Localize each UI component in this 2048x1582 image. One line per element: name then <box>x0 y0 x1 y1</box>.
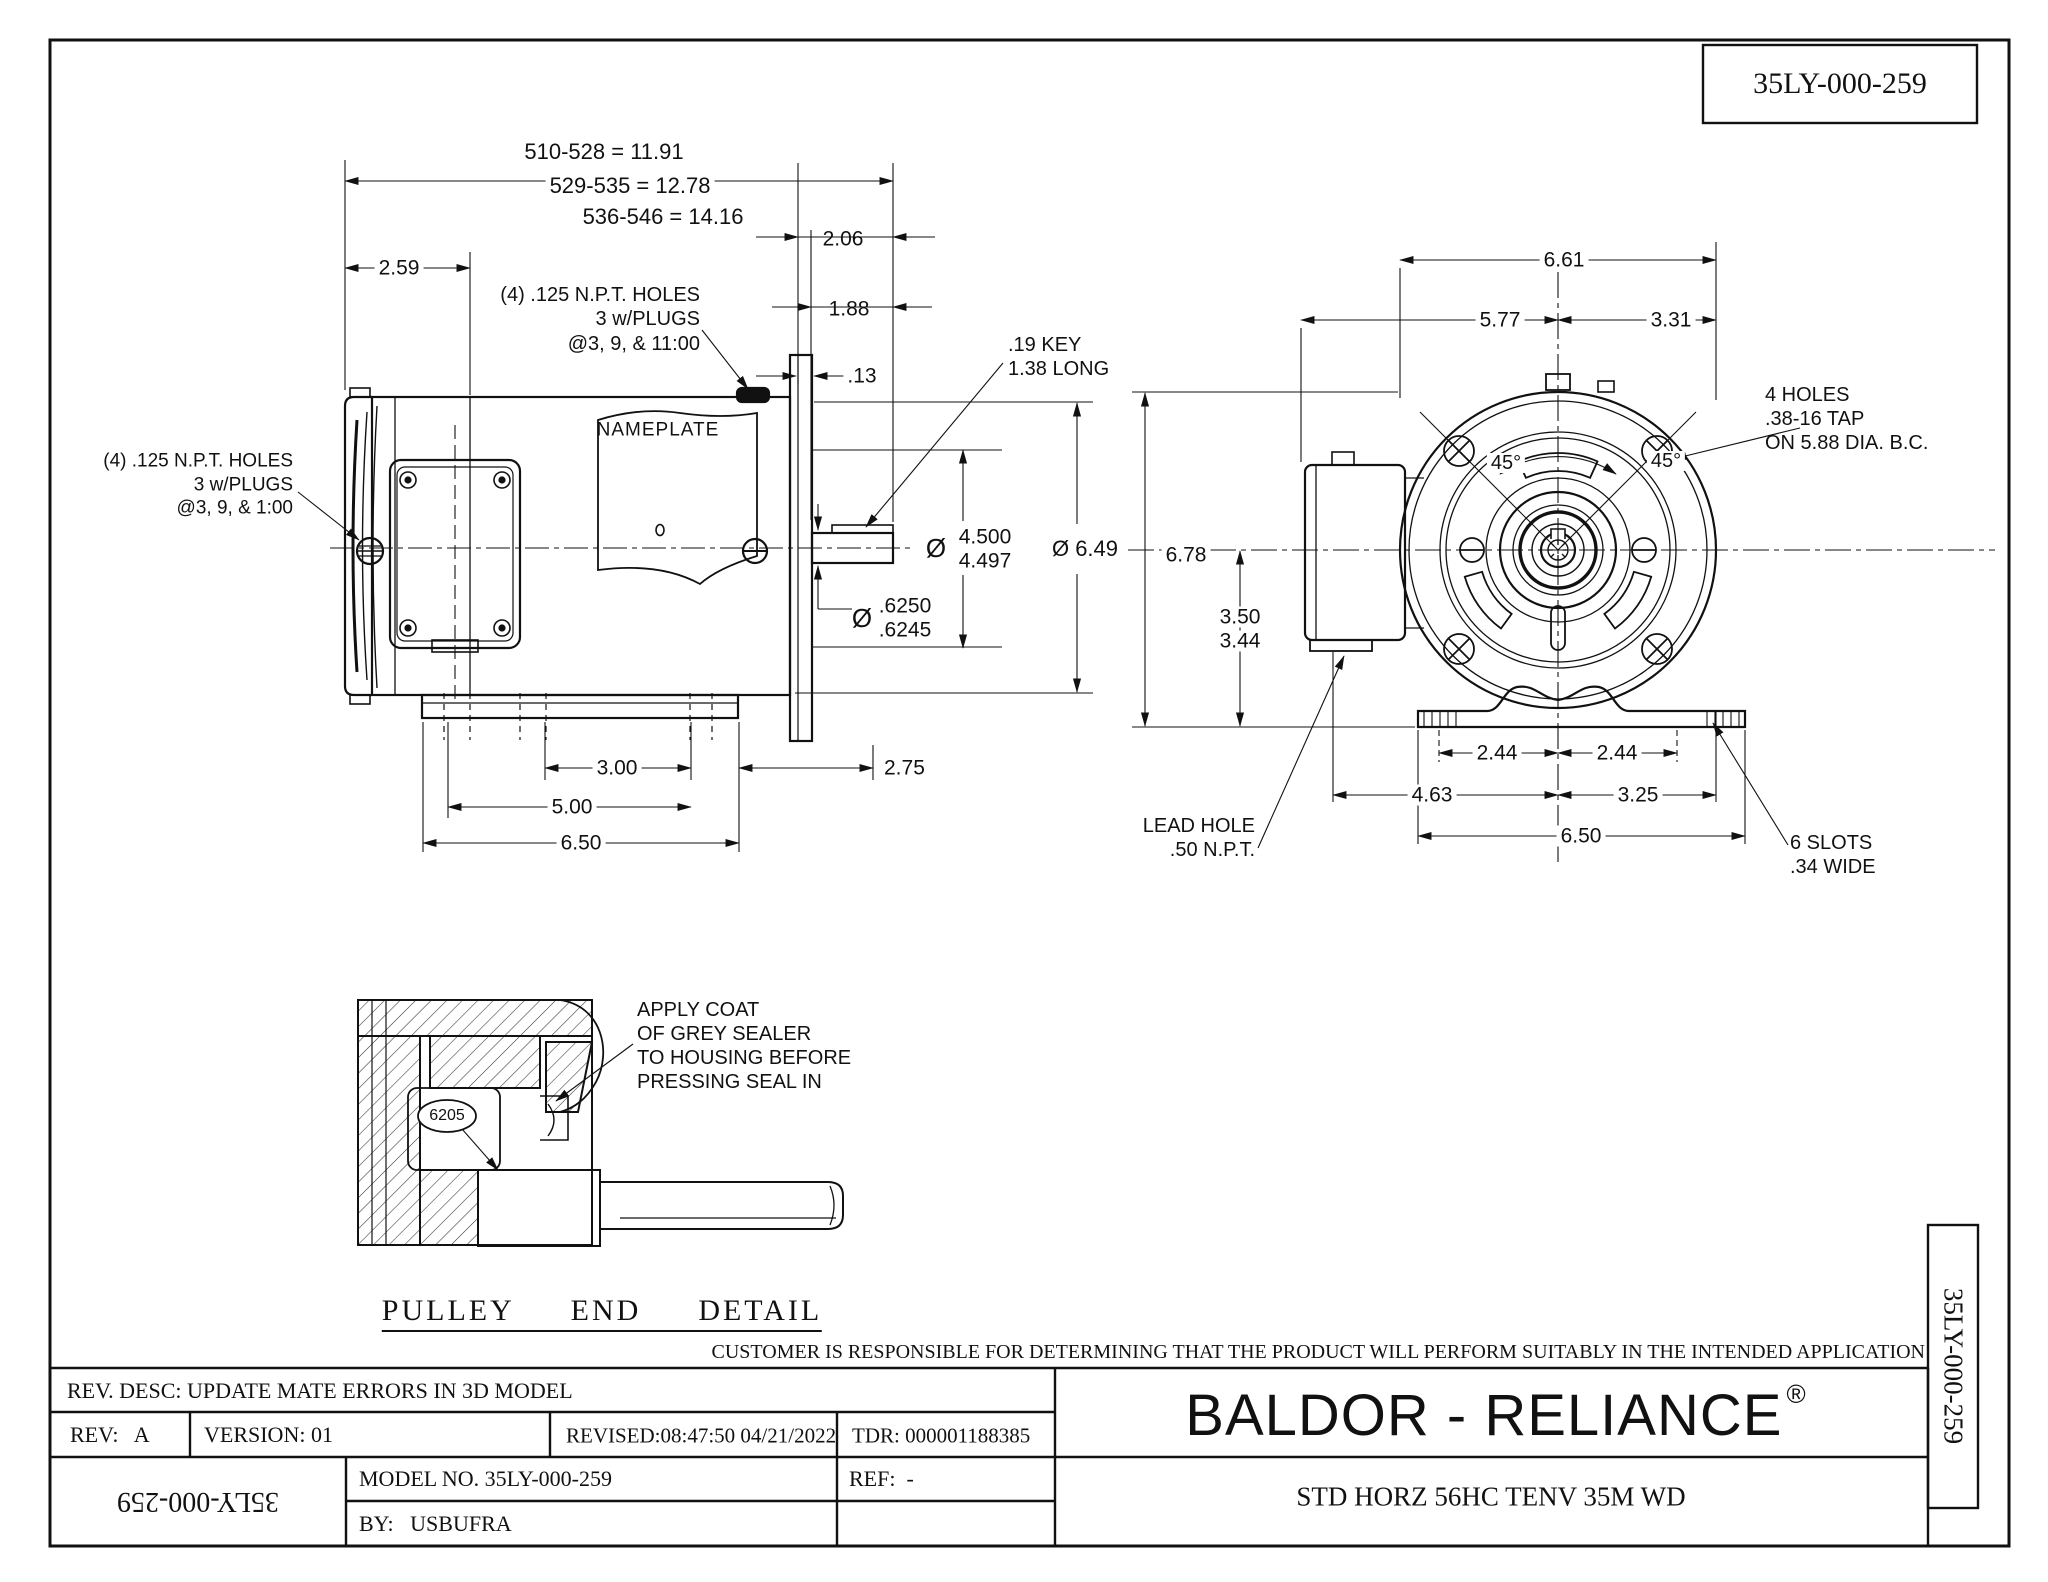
angle-right: 45° <box>1646 451 1686 471</box>
npt-top-note-line3: @3, 9, & 11:00 <box>567 333 700 355</box>
front-view-geometry <box>1128 272 1995 862</box>
dim-foot-min: 3.44 <box>1215 630 1265 652</box>
angle-left: 45° <box>1486 453 1526 473</box>
diameter-symbol-bc: Ø <box>921 535 951 561</box>
dim-base-65: 6.50 <box>556 832 606 854</box>
npt-top-note-line1: (4) .125 N.P.T. HOLES <box>500 284 700 306</box>
holes-note-line2: .38-16 TAP <box>1765 408 1865 430</box>
key-note-line1: .19 KEY <box>1008 334 1082 356</box>
brand-name: BALDOR - RELIANCE <box>1185 1383 1783 1448</box>
dim-bolt-circle-min: 4.497 <box>954 550 1016 572</box>
key-note-line2: 1.38 LONG <box>1008 358 1110 380</box>
npt-left-note-line2: 3 w/PLUGS <box>193 474 293 496</box>
version-value: VERSION: 01 <box>204 1422 333 1447</box>
dim-base-3: 3.00 <box>592 757 642 779</box>
dim-feet-outer: 6.50 <box>1556 825 1606 847</box>
lead-hole-note-line2: .50 N.P.T. <box>1169 839 1255 861</box>
dim-overhang: 2.75 <box>884 756 925 780</box>
dim-length-510: 510-528 = 11.91 <box>524 139 684 164</box>
bearing-number: 6205 <box>429 1107 465 1124</box>
revised-value: REVISED:08:47:50 04/21/2022 <box>566 1423 837 1448</box>
brand-logo: BALDOR - RELIANCE® <box>1176 1371 1805 1445</box>
dim-base-5: 5.00 <box>547 796 597 818</box>
npt-top-note-line2: 3 w/PLUGS <box>595 308 700 330</box>
sealer-note-line2: OF GREY SEALER <box>637 1023 812 1045</box>
side-view-dimensions <box>297 160 1093 852</box>
detail-title: PULLEY END DETAIL <box>381 1296 823 1332</box>
dim-feet-mid-right: 3.25 <box>1613 784 1663 806</box>
by-value: BY: USBUFRA <box>359 1511 512 1536</box>
dim-feet-inner-left: 2.44 <box>1472 742 1522 764</box>
part-number-mirror: 35LY-000-259 <box>116 1486 280 1517</box>
slots-note-line2: .34 WIDE <box>1790 856 1876 878</box>
dim-shaft-ext: 2.06 <box>822 227 864 251</box>
pulley-detail-geometry <box>357 999 844 1247</box>
sealer-note-line1: APPLY COAT <box>637 999 760 1021</box>
lead-hole-note-line1: LEAD HOLE <box>1142 815 1255 837</box>
dim-foot-max: 3.50 <box>1215 606 1265 628</box>
registered-mark: ® <box>1786 1379 1806 1409</box>
dim-front-width: 6.61 <box>1539 249 1589 271</box>
title-block-grid <box>50 1366 1930 1546</box>
rev-desc: REV. DESC: UPDATE MATE ERRORS IN 3D MODE… <box>67 1378 573 1403</box>
model-no-value: MODEL NO. 35LY-000-259 <box>359 1466 613 1491</box>
holes-note-line1: 4 HOLES <box>1765 384 1850 406</box>
dim-shaft-dia-max: .6250 <box>878 594 932 618</box>
dim-front-right: 3.31 <box>1646 309 1696 331</box>
dim-flange-thickness: .13 <box>843 365 881 387</box>
sealer-note-line3: TO HOUSING BEFORE <box>637 1047 852 1069</box>
holes-note-line3: ON 5.88 DIA. B.C. <box>1765 432 1929 454</box>
dim-length-536: 536-546 = 14.16 <box>582 204 744 229</box>
sheet-border <box>48 38 2011 1548</box>
tdr-value: TDR: 000001188385 <box>852 1423 1031 1448</box>
npt-left-note-line1: (4) .125 N.P.T. HOLES <box>103 450 293 472</box>
ref-value: REF: - <box>849 1466 914 1491</box>
side-view-geometry <box>330 353 915 743</box>
dim-shaft-dia-min: .6245 <box>878 618 932 642</box>
dim-body-diameter: Ø 6.49 <box>1047 538 1123 560</box>
dim-key-length: 1.88 <box>828 297 870 321</box>
npt-left-note-line3: @3, 9, & 1:00 <box>176 497 293 519</box>
dim-front-left: 5.77 <box>1475 309 1525 331</box>
dim-bolt-circle-max: 4.500 <box>954 526 1016 548</box>
diameter-symbol-shaft: Ø <box>851 603 873 633</box>
sealer-note-line4: PRESSING SEAL IN <box>637 1071 822 1093</box>
disclaimer-text: CUSTOMER IS RESPONSIBLE FOR DETERMINING … <box>711 1341 1925 1363</box>
dim-feet-mid-left: 4.63 <box>1407 784 1457 806</box>
slots-note-line1: 6 SLOTS <box>1790 832 1873 854</box>
nameplate-label: NAMEPLATE <box>596 419 720 441</box>
part-number-side: 35LY-000-259 <box>1938 1287 1969 1445</box>
dim-length-529: 529-535 = 12.78 <box>545 175 715 197</box>
product-description: STD HORZ 56HC TENV 35M WD <box>1296 1481 1686 1512</box>
pulley-detail-leaders <box>461 1043 634 1171</box>
dim-feet-inner-right: 2.44 <box>1592 742 1642 764</box>
part-number-top: 35LY-000-259 <box>1753 67 1927 100</box>
rev-value: REV: A <box>70 1422 150 1447</box>
dim-fan-cover: 2.59 <box>374 257 424 279</box>
dim-front-height: 6.78 <box>1161 544 1211 566</box>
front-view-dimensions <box>1132 242 1801 849</box>
